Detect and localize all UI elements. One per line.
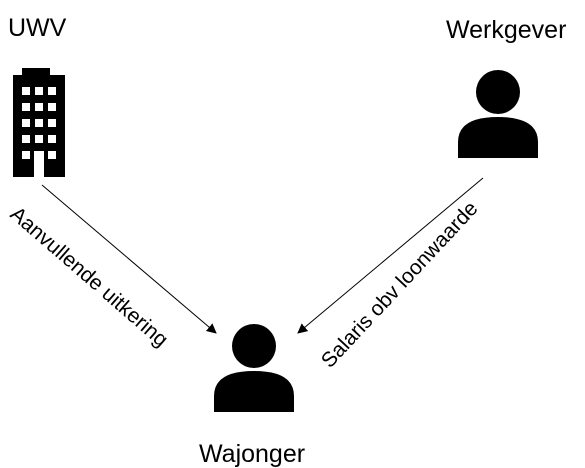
node-wajonger: Wajonger xyxy=(199,324,305,468)
edge-label-salaris-obv-loonwaarde: Salaris obv loonwaarde xyxy=(317,197,483,372)
edge-werkgever-to-wajonger: Salaris obv loonwaarde xyxy=(297,177,484,372)
node-uwv: UWV xyxy=(8,14,67,177)
arrow-uwv-to-wajonger xyxy=(41,184,217,334)
wajonger-label: Wajonger xyxy=(199,440,305,468)
person-icon xyxy=(214,324,294,412)
arrow-werkgever-to-wajonger xyxy=(297,177,484,334)
edge-uwv-to-wajonger: Aanvullende uitkering xyxy=(6,184,217,352)
node-werkgever: Werkgever xyxy=(446,16,566,158)
uwv-label: UWV xyxy=(8,14,67,42)
building-icon xyxy=(13,68,65,177)
werkgever-label: Werkgever xyxy=(446,16,566,44)
person-icon xyxy=(458,70,538,158)
